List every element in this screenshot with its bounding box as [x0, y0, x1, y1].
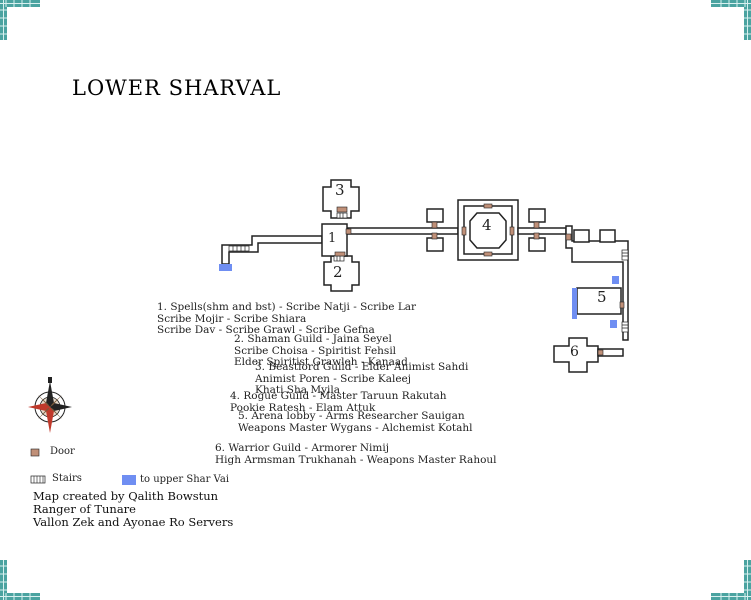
door-markers — [334, 203, 625, 356]
alcove — [426, 208, 444, 223]
brick-corner-icon — [0, 0, 40, 40]
room-2-label: 2 — [333, 263, 343, 281]
east-corridor — [347, 227, 459, 235]
alcove — [426, 237, 444, 252]
location-6: 6. Warrior Guild - Armorer Nimij High Ar… — [215, 442, 497, 466]
east-hall — [565, 225, 629, 341]
room-1-label: 1 — [328, 231, 337, 246]
brick-corner-icon — [711, 560, 751, 600]
credit-line: Vallon Zek and Ayonae Ro Servers — [33, 515, 234, 529]
credit-line: Map created by Qalith Bowstun — [33, 489, 219, 503]
upper-sharvai-markers — [219, 264, 619, 328]
legend-upper-label: to upper Shar Vai — [140, 474, 230, 485]
brick-corner-icon — [711, 0, 751, 40]
legend-upper-swatch — [122, 475, 136, 485]
room-5-shape — [576, 287, 622, 315]
legend-door-swatch — [30, 448, 40, 457]
room-3-shape — [322, 179, 360, 219]
east-corridor-2 — [517, 227, 567, 235]
legend-swatches — [30, 448, 136, 485]
room-6-label: 6 — [570, 344, 579, 360]
location-2: 2. Shaman Guild - Jaina Seyel Scribe Cho… — [234, 333, 408, 368]
room-3-label: 3 — [335, 181, 345, 199]
stairs-markers — [228, 212, 629, 333]
location-5: 5. Arena lobby - Arms Researcher Sauigan… — [238, 410, 473, 434]
room-5-label: 5 — [597, 288, 607, 306]
compass-rose-icon — [28, 377, 72, 433]
map-credits: Map created by Qalith Bowstun Ranger of … — [33, 490, 233, 529]
room-6-shape — [553, 337, 599, 373]
credit-line: Ranger of Tunare — [33, 502, 136, 516]
map-title: LOWER SHARVAL — [72, 76, 282, 100]
alcove — [528, 237, 546, 252]
location-1: 1. Spells(shm and bst) - Scribe Natji - … — [157, 301, 417, 336]
location-3: 3. Beastlord Guild - Elder Animist Sahdi… — [255, 361, 469, 396]
location-4: 4. Rogue Guild - Master Taruun Rakutah P… — [230, 390, 447, 414]
brick-corner-icon — [0, 560, 40, 600]
alcove — [528, 208, 546, 223]
legend-stairs-label: Stairs — [52, 473, 82, 484]
legend-door-label: Door — [50, 446, 75, 457]
room-1-shape — [321, 223, 348, 257]
legend-stairs-swatch — [30, 475, 46, 484]
room-4-label: 4 — [482, 216, 492, 234]
